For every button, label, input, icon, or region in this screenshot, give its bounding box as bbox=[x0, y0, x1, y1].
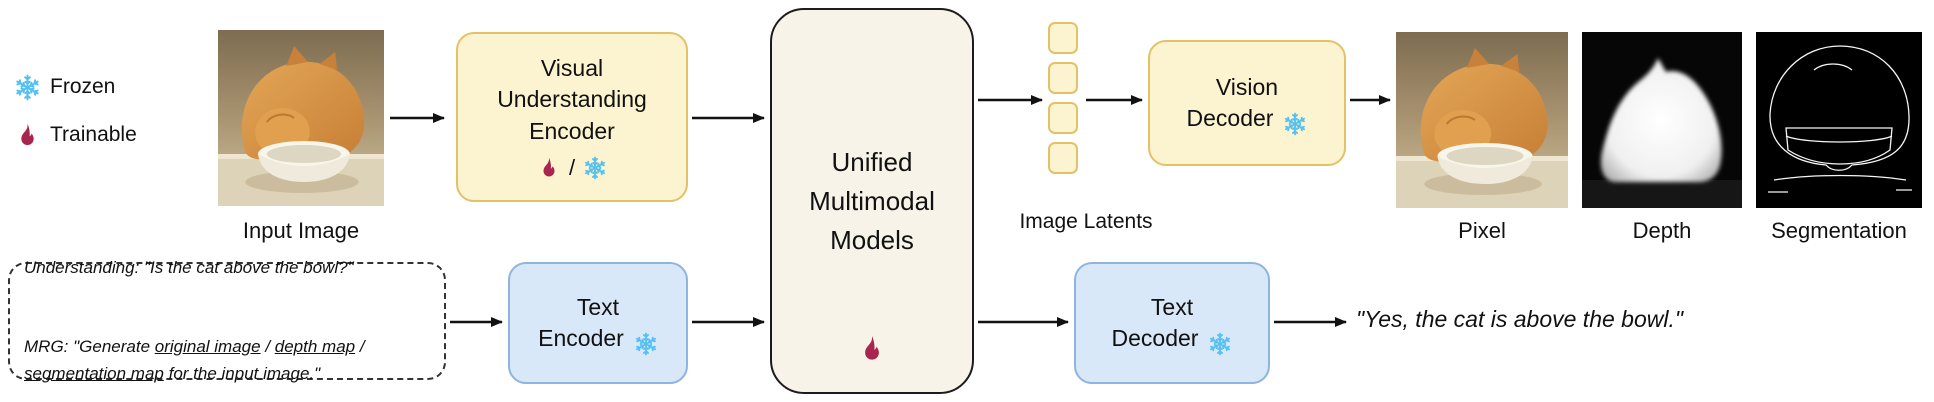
vision-decoder-line2: Decoder bbox=[1187, 103, 1308, 134]
answer-text: "Yes, the cat is above the bowl." bbox=[1356, 306, 1684, 332]
legend-trainable: Trainable bbox=[14, 118, 137, 152]
icon-separator: / bbox=[568, 154, 576, 180]
text-decoder-label: Text Decoder bbox=[1112, 292, 1233, 354]
prompt-underline-original-image: original image bbox=[154, 337, 261, 357]
vision-decoder-line2-text: Decoder bbox=[1186, 105, 1274, 131]
text-encoder-line2-text: Encoder bbox=[538, 325, 624, 351]
text-encoder-line2: Encoder bbox=[538, 323, 658, 354]
visual-understanding-encoder-label: Visual Understanding Encoder bbox=[497, 55, 647, 144]
segmentation-output-image bbox=[1756, 32, 1922, 208]
prompt-separator: / bbox=[355, 337, 370, 357]
text-decoder-box: Text Decoder bbox=[1074, 262, 1270, 384]
prompt-box: Understanding: "Is the cat above the bow… bbox=[8, 258, 446, 383]
snowflake-icon bbox=[583, 156, 607, 180]
flame-icon bbox=[857, 334, 887, 364]
prompt-separator: / bbox=[260, 337, 275, 357]
prompt-mrg-prefix: MRG: "Generate bbox=[24, 337, 155, 357]
legend-frozen: Frozen bbox=[14, 70, 137, 104]
flame-icon bbox=[14, 122, 41, 149]
unified-multimodal-models-box: Unified Multimodal Models bbox=[770, 8, 974, 394]
text-encoder-box: Text Encoder bbox=[508, 262, 688, 384]
vision-decoder-box: Vision Decoder bbox=[1148, 40, 1346, 166]
pixel-output-image bbox=[1396, 32, 1568, 208]
depth-caption: Depth bbox=[1632, 218, 1692, 243]
snowflake-icon bbox=[1283, 112, 1307, 136]
image-latent-token bbox=[1048, 142, 1078, 174]
image-latents-caption: Image Latents bbox=[1019, 210, 1153, 233]
snowflake-icon bbox=[14, 74, 41, 101]
text-encoder-label: Text Encoder bbox=[538, 292, 658, 354]
flame-icon bbox=[537, 156, 561, 180]
depth-output-image bbox=[1582, 32, 1742, 208]
image-latent-token bbox=[1048, 22, 1078, 54]
input-image-caption: Input Image bbox=[242, 218, 360, 243]
unified-multimodal-models-label: Unified Multimodal Models bbox=[809, 146, 935, 255]
visual-understanding-encoder-box: Visual Understanding Encoder / bbox=[456, 32, 688, 202]
prompt-line-mrg: MRG: "Generate original image / depth ma… bbox=[24, 334, 430, 387]
prompt-mrg-suffix: for the input image." bbox=[163, 363, 321, 383]
image-latent-token bbox=[1048, 102, 1078, 134]
prompt-underline-depth-map: depth map bbox=[274, 337, 356, 357]
legend-trainable-label: Trainable bbox=[50, 123, 137, 146]
visual-understanding-encoder-icons: / bbox=[537, 155, 607, 181]
segmentation-caption: Segmentation bbox=[1771, 218, 1907, 243]
prompt-line-understanding: Understanding: "Is the cat above the bow… bbox=[24, 255, 430, 281]
prompt-underline-segmentation-map: segmentation map bbox=[24, 363, 164, 383]
text-encoder-line1: Text bbox=[576, 293, 620, 320]
image-latent-token bbox=[1048, 62, 1078, 94]
text-decoder-line2: Decoder bbox=[1112, 323, 1233, 354]
prompt-understanding-text: Understanding: "Is the cat above the bow… bbox=[24, 258, 354, 278]
prompt-text: Understanding: "Is the cat above the bow… bbox=[24, 202, 430, 402]
vision-decoder-line1: Vision bbox=[1215, 73, 1279, 100]
pixel-caption: Pixel bbox=[1458, 218, 1506, 243]
input-cat-image bbox=[218, 30, 384, 206]
snowflake-icon bbox=[1208, 332, 1232, 356]
vision-decoder-label: Vision Decoder bbox=[1187, 72, 1308, 134]
snowflake-icon bbox=[634, 332, 658, 356]
legend: Frozen Trainable bbox=[14, 70, 137, 166]
legend-frozen-label: Frozen bbox=[50, 75, 116, 98]
text-decoder-line2-text: Decoder bbox=[1111, 325, 1199, 351]
text-decoder-line1: Text bbox=[1150, 293, 1194, 320]
image-latents-stack bbox=[1048, 22, 1078, 174]
